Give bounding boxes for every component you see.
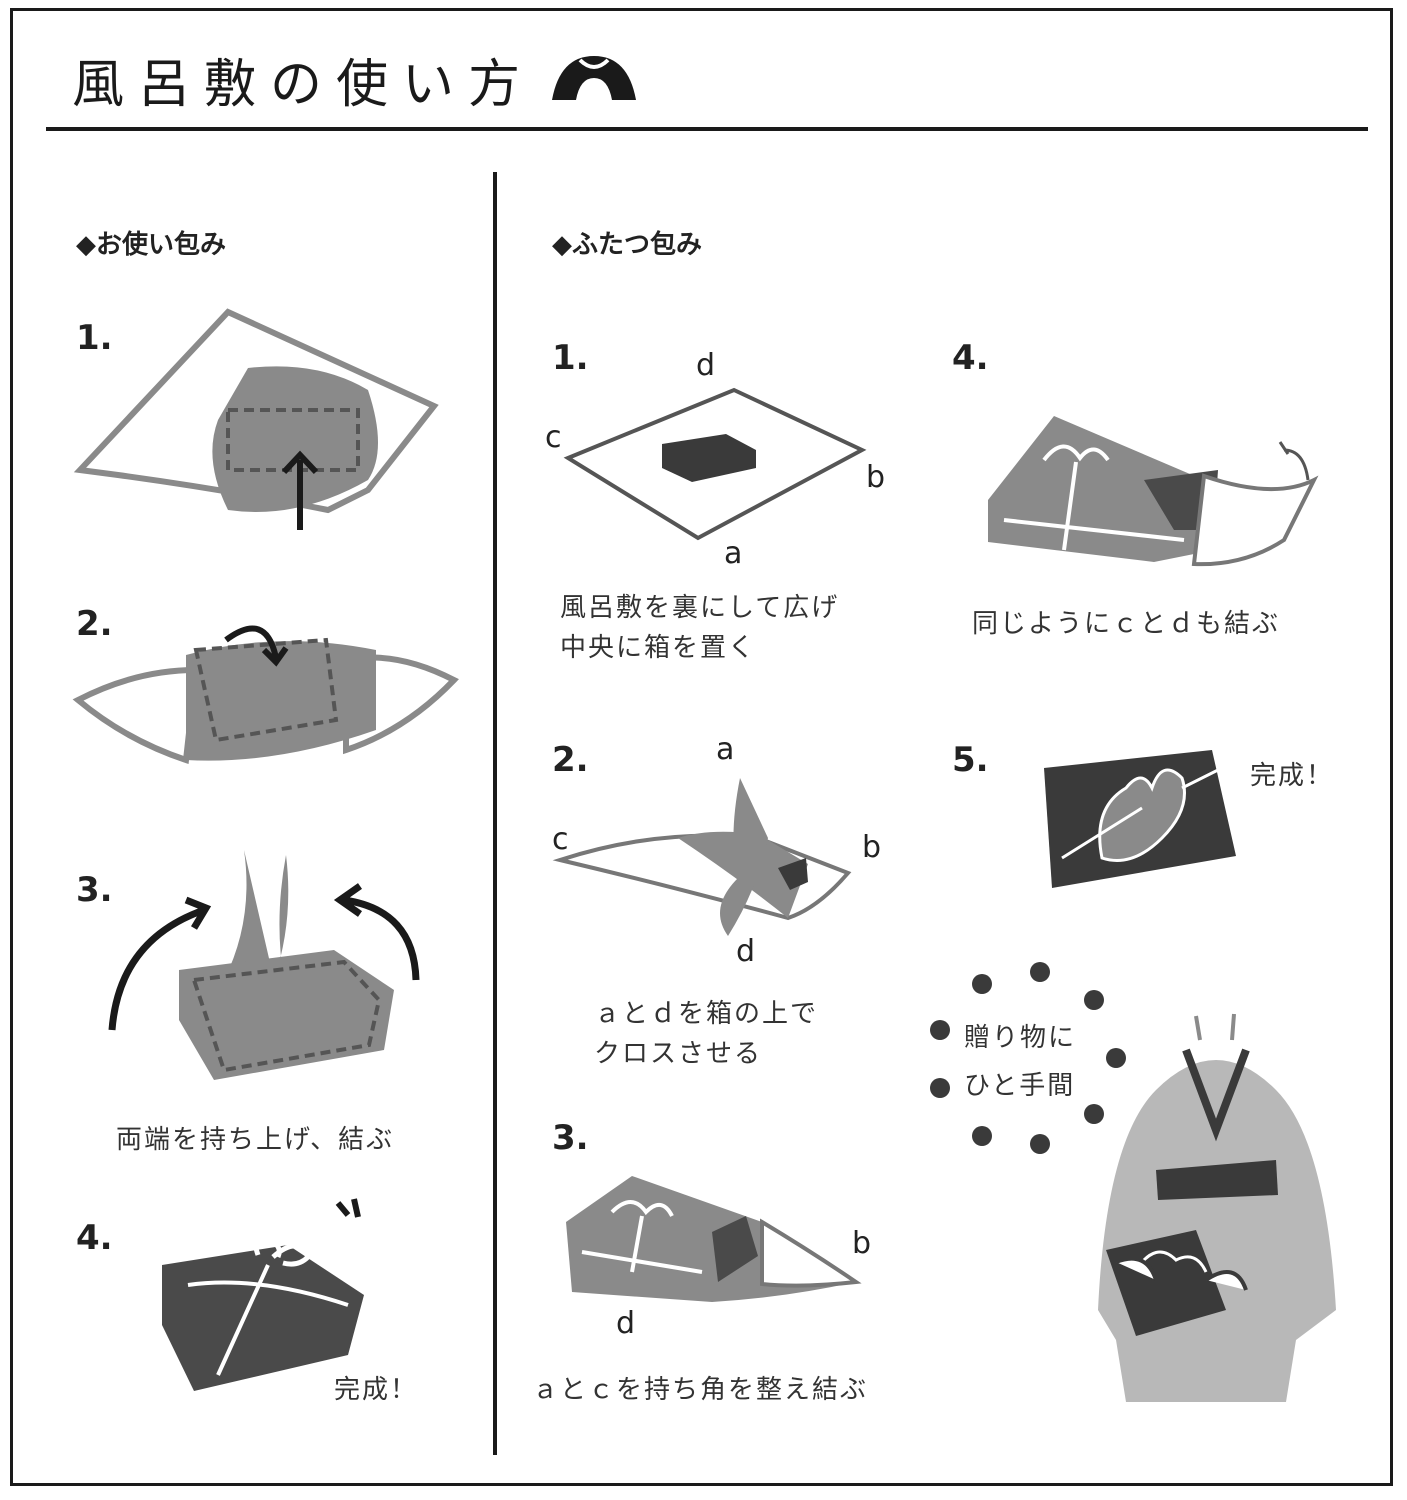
right-step-1-number: 1. [552,338,589,378]
page-title: 風呂敷の使い方 [72,55,535,115]
right-step-3-label-b: b [852,1226,872,1261]
right-step-5-illustration [1044,750,1236,888]
section-futatsu: ◆ふたつ包み [552,230,702,260]
furoshiki-logo-icon [552,56,636,100]
right-step-4-caption: 同じようにｃとｄも結ぶ [972,609,1281,639]
gift-text-line2: ひと手間 [964,1071,1076,1101]
right-step-2-caption-line1: ａとｄを箱の上で [594,999,819,1029]
right-step-5-caption: 完成！ [1250,761,1335,791]
decorative-dots-icon [930,962,1126,1154]
left-step-4-illustration [162,1198,364,1391]
right-step-1-label-b: b [866,460,886,495]
title-rule [46,127,1368,131]
column-divider [493,172,497,1455]
page-frame [10,8,1393,1486]
left-step-2-number: 2. [76,604,113,644]
left-step-1-illustration [73,308,439,530]
right-step-2-label-a: a [716,732,735,767]
right-step-2-label-c: c [552,822,569,857]
right-step-4-number: 4. [952,338,989,378]
right-step-1-illustration [563,387,867,541]
right-step-2-label-b: b [862,830,882,865]
right-step-2-illustration [552,778,852,936]
right-step-1-label-d: d [696,348,716,383]
left-step-4-number: 4. [76,1218,113,1258]
left-step-1-number: 1. [76,318,113,358]
left-step-3-illustration [108,850,420,1080]
right-step-3-label-d: d [616,1306,636,1341]
right-step-2-label-d: d [736,934,756,969]
right-step-5-number: 5. [952,740,989,780]
right-step-3-caption: ａとｃを持ち角を整え結ぶ [532,1375,869,1405]
right-step-2-number: 2. [552,740,589,780]
right-step-3-number: 3. [552,1118,589,1158]
left-step-3-number: 3. [76,870,113,910]
left-step-3-caption: 両端を持ち上げ、結ぶ [116,1125,395,1155]
right-step-1-label-c: c [545,420,562,455]
right-step-1-caption-line2: 中央に箱を置く [560,633,757,663]
right-step-1-label-a: a [724,536,743,571]
right-step-1-caption-line1: 風呂敷を裏にして広げ [560,593,840,623]
section-otsukai: ◆お使い包み [76,230,226,260]
kimono-person-illustration [1098,1013,1336,1402]
right-step-3-illustration [566,1176,862,1302]
left-step-4-caption: 完成！ [334,1375,419,1405]
left-step-2-illustration [72,625,459,765]
right-step-4-illustration [988,416,1319,567]
gift-text-line1: 贈り物に [964,1023,1077,1053]
right-step-2-caption-line2: クロスさせる [594,1039,763,1069]
